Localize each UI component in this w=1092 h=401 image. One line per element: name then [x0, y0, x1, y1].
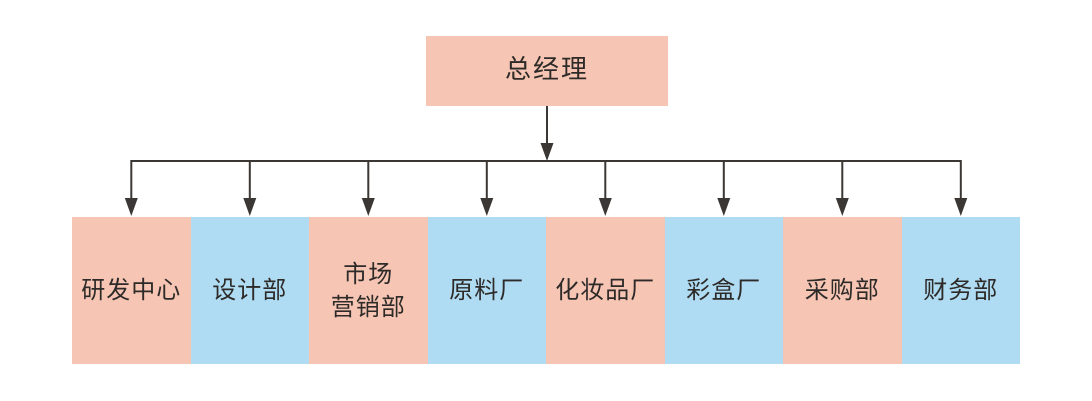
- org-node-label: 彩盒厂: [686, 276, 762, 305]
- org-node-design-dept: 设计部: [190, 217, 309, 364]
- arrow-down-icon: [835, 198, 849, 216]
- arrow-down-icon: [717, 198, 731, 216]
- org-node-color-box-factory: 彩盒厂: [664, 217, 783, 364]
- arrow-down-icon: [598, 198, 612, 216]
- org-node-label: 研发中心: [81, 276, 182, 305]
- arrow-down-icon: [540, 143, 554, 161]
- org-node-label: 市场 营销部: [330, 260, 406, 321]
- org-node-general-manager: 总经理: [426, 36, 668, 106]
- org-node-marketing-dept: 市场 营销部: [309, 217, 428, 364]
- org-node-finance-dept: 财务部: [901, 217, 1020, 364]
- arrowhead-group: [124, 143, 968, 216]
- department-row: 研发中心 设计部 市场 营销部 原料厂 化妆品厂 彩盒厂 采购部 财务部: [72, 217, 1020, 364]
- org-node-raw-material-factory: 原料厂: [427, 217, 546, 364]
- org-node-rd-center: 研发中心: [72, 217, 191, 364]
- arrow-down-icon: [480, 198, 494, 216]
- org-node-label: 化妆品厂: [555, 276, 656, 305]
- arrow-down-icon: [243, 198, 257, 216]
- org-node-label: 采购部: [804, 276, 880, 305]
- org-node-purchasing-dept: 采购部: [783, 217, 902, 364]
- arrow-down-icon: [124, 198, 138, 216]
- arrow-down-icon: [954, 198, 968, 216]
- org-node-label: 设计部: [212, 276, 288, 305]
- org-node-label: 原料厂: [449, 276, 525, 305]
- org-node-label: 总经理: [504, 55, 589, 86]
- arrow-down-icon: [361, 198, 375, 216]
- connector-group: [130, 106, 962, 201]
- org-node-cosmetics-factory: 化妆品厂: [546, 217, 665, 364]
- org-node-label: 财务部: [923, 276, 999, 305]
